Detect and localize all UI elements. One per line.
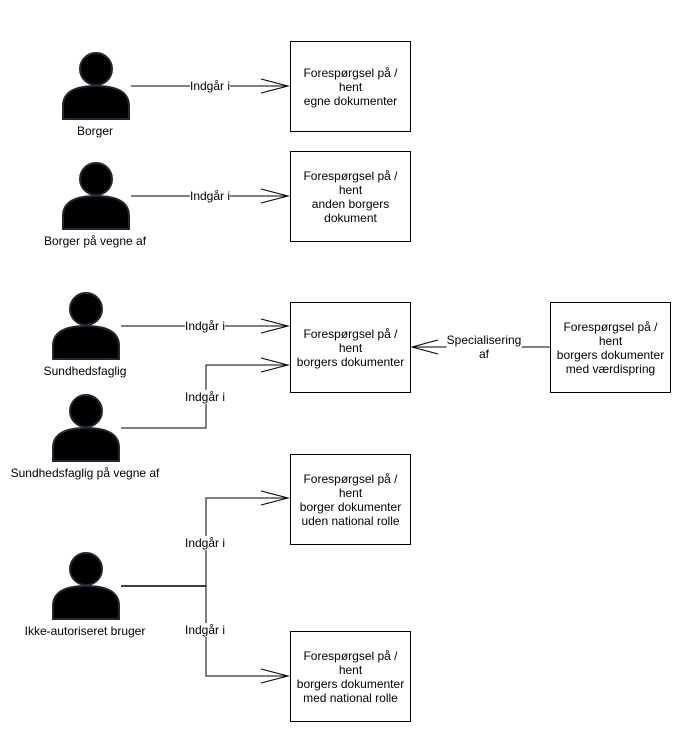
borger-vegne-icon bbox=[62, 162, 130, 230]
actor-label-borger: Borger bbox=[76, 124, 114, 138]
box-med-national-rolle: Forespørgsel på / hent borgers dokumente… bbox=[290, 631, 411, 722]
actor-label-ikke-autoriseret: Ikke-autoriseret bruger bbox=[24, 624, 146, 638]
edge-label-sundhedsfaglig-vegne: Indgår i bbox=[184, 390, 226, 404]
edge-label-ikke-auth-med: Indgår i bbox=[184, 623, 226, 637]
arrow-borger-vegne bbox=[260, 188, 290, 204]
actor-label-sundhedsfaglig-vegne: Sundhedsfaglig på vegne af bbox=[10, 466, 160, 480]
borger-icon bbox=[62, 52, 130, 120]
box-text: Forespørgsel på / hent anden borgers dok… bbox=[303, 168, 398, 225]
edge-label-borger-vegne: Indgår i bbox=[189, 189, 231, 203]
box-text: Forespørgsel på / hent egne dokumenter bbox=[303, 65, 398, 108]
edge-label-ikke-auth-uden: Indgår i bbox=[184, 536, 226, 550]
actor-label-borger-vegne: Borger på vegne af bbox=[43, 234, 147, 248]
box-vaerdispring: Forespørgsel på / hent borgers dokumente… bbox=[550, 302, 671, 393]
arrow-ikke-auth-uden bbox=[260, 490, 290, 506]
box-uden-national-rolle: Forespørgsel på / hent borger dokumenter… bbox=[290, 454, 411, 545]
edge-ikke-auth-uden bbox=[205, 497, 288, 586]
arrow-sundhedsfaglig-vegne bbox=[260, 357, 290, 373]
actor-label-sundhedsfaglig: Sundhedsfaglig bbox=[43, 364, 127, 378]
sundhedsfaglig-vegne-icon bbox=[52, 394, 120, 462]
box-text: Forespørgsel på / hent borgers dokumente… bbox=[556, 319, 665, 376]
sundhedsfaglig-icon bbox=[52, 292, 120, 360]
box-borgers-dokumenter: Forespørgsel på / hent borgers dokumente… bbox=[290, 302, 411, 393]
box-text: Forespørgsel på / hent borgers dokumente… bbox=[296, 648, 405, 705]
edge-ikke-auth-med bbox=[205, 586, 288, 677]
box-text: Forespørgsel på / hent borgers dokumente… bbox=[296, 326, 405, 369]
box-egne-dokumenter: Forespørgsel på / hent egne dokumenter bbox=[290, 41, 411, 132]
edge-label-specialisering: Specialisering af bbox=[446, 333, 522, 361]
ikke-autoriseret-icon bbox=[52, 552, 120, 620]
arrow-ikke-auth-med bbox=[260, 668, 290, 684]
arrow-specialisering bbox=[410, 339, 439, 355]
edge-label-borger: Indgår i bbox=[189, 79, 231, 93]
arrow-borger bbox=[260, 78, 290, 94]
box-text: Forespørgsel på / hent borger dokumenter… bbox=[299, 471, 402, 528]
arrow-sundhedsfaglig bbox=[260, 318, 290, 334]
box-anden-borgers-dokument: Forespørgsel på / hent anden borgers dok… bbox=[290, 151, 411, 242]
edge-label-sundhedsfaglig: Indgår i bbox=[184, 319, 226, 333]
